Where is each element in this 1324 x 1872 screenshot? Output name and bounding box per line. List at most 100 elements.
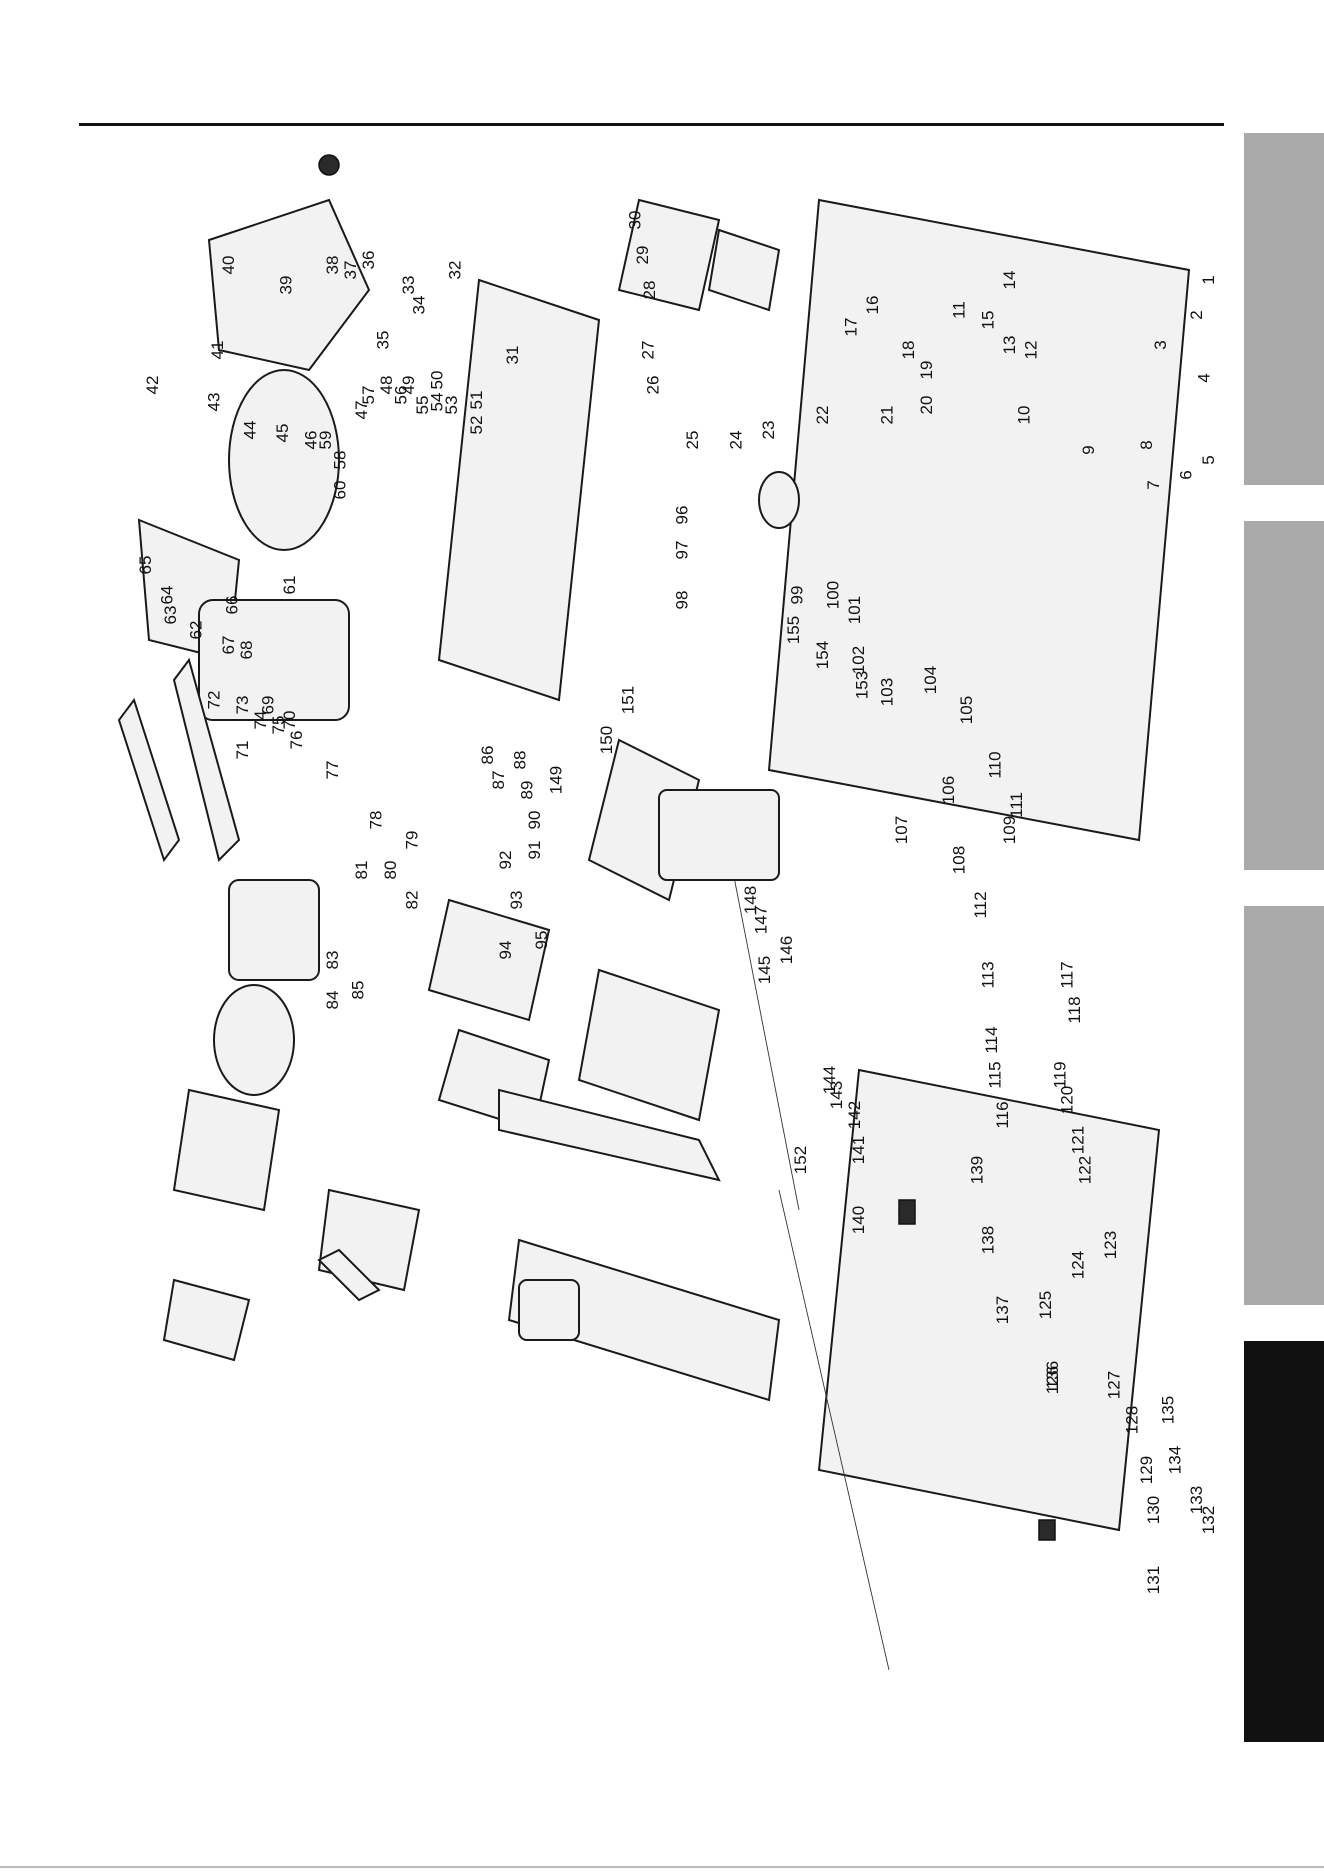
part-label-54: 54	[428, 393, 447, 412]
part-label-31: 31	[503, 346, 522, 365]
part-label-122: 122	[1076, 1156, 1095, 1184]
part-label-128: 128	[1122, 1406, 1141, 1434]
part-label-47: 47	[352, 401, 371, 420]
part-label-152: 152	[791, 1146, 810, 1174]
part-label-155: 155	[784, 616, 803, 644]
part-label-82: 82	[402, 891, 421, 910]
part-label-2: 2	[1187, 310, 1206, 319]
part-label-40: 40	[219, 256, 238, 275]
part-label-125: 125	[1036, 1291, 1055, 1319]
part-label-99: 99	[788, 586, 807, 605]
part-label-101: 101	[845, 596, 864, 624]
part-label-33: 33	[399, 276, 418, 295]
part-label-25: 25	[683, 431, 702, 450]
part-label-134: 134	[1166, 1446, 1185, 1474]
part-label-141: 141	[849, 1136, 868, 1164]
diagram-canvas: 1234567891011121314151617181920212223242…	[117, 154, 1218, 1671]
part-label-74: 74	[251, 711, 270, 730]
part-label-144: 144	[820, 1066, 839, 1094]
part-label-48: 48	[377, 376, 396, 395]
part-label-100: 100	[824, 581, 843, 609]
part-label-138: 138	[978, 1226, 997, 1254]
part-label-79: 79	[402, 831, 421, 850]
part-label-75: 75	[269, 716, 288, 735]
part-label-148: 148	[741, 886, 760, 914]
part-label-126: 126	[1043, 1366, 1062, 1394]
part-label-32: 32	[446, 261, 465, 280]
part-label-119: 119	[1050, 1061, 1069, 1088]
part-label-22: 22	[813, 406, 832, 425]
part-label-71: 71	[233, 741, 252, 760]
part-label-10: 10	[1014, 406, 1033, 425]
part-label-130: 130	[1144, 1496, 1163, 1524]
section-tab-3[interactable]	[1244, 906, 1324, 1305]
part-label-11: 11	[950, 301, 969, 319]
part-label-103: 103	[878, 678, 897, 706]
part-label-115: 115	[986, 1061, 1005, 1088]
part-label-149: 149	[546, 766, 565, 794]
bottom-rule	[0, 1866, 1324, 1868]
part-shapes	[117, 154, 1191, 1671]
part-label-57: 57	[359, 386, 378, 405]
part-label-5: 5	[1199, 455, 1218, 464]
part-label-147: 147	[752, 906, 771, 934]
part-label-51: 51	[467, 391, 486, 410]
part-label-113: 113	[978, 961, 997, 988]
part-label-132: 132	[1199, 1506, 1218, 1534]
part-label-98: 98	[672, 591, 691, 610]
section-tab-4-active[interactable]	[1244, 1341, 1324, 1742]
part-label-15: 15	[978, 311, 997, 330]
part-label-20: 20	[917, 396, 936, 415]
part-label-80: 80	[381, 861, 400, 880]
part-label-45: 45	[273, 424, 292, 443]
part-label-135: 135	[1158, 1396, 1177, 1424]
part-label-52: 52	[467, 416, 486, 435]
part-label-140: 140	[849, 1206, 868, 1234]
part-label-53: 53	[442, 396, 461, 415]
part-label-68: 68	[237, 641, 256, 660]
part-label-87: 87	[489, 771, 508, 790]
part-label-70: 70	[280, 711, 299, 730]
part-label-36: 36	[359, 251, 378, 270]
part-label-44: 44	[240, 421, 259, 440]
part-label-96: 96	[672, 506, 691, 525]
part-label-151: 151	[618, 686, 637, 714]
part-label-37: 37	[341, 261, 360, 280]
section-tab-2[interactable]	[1244, 521, 1324, 870]
part-label-61: 61	[280, 576, 299, 595]
part-label-110: 110	[986, 751, 1005, 778]
part-label-146: 146	[777, 936, 796, 964]
part-label-23: 23	[759, 421, 778, 440]
part-label-92: 92	[496, 851, 515, 870]
part-label-94: 94	[496, 941, 515, 960]
part-label-83: 83	[323, 951, 342, 970]
part-label-69: 69	[258, 696, 277, 715]
part-label-42: 42	[143, 376, 162, 395]
part-label-28: 28	[640, 281, 659, 300]
section-tab-1[interactable]	[1244, 133, 1324, 485]
part-label-143: 143	[827, 1081, 846, 1109]
part-label-39: 39	[276, 276, 295, 295]
part-label-4: 4	[1194, 373, 1213, 382]
part-label-104: 104	[921, 666, 940, 694]
part-label-118: 118	[1065, 996, 1084, 1023]
part-label-60: 60	[330, 481, 349, 500]
part-label-3: 3	[1151, 340, 1170, 349]
part-label-29: 29	[633, 246, 652, 265]
part-label-106: 106	[939, 776, 958, 804]
part-label-131: 131	[1144, 1566, 1163, 1594]
part-label-8: 8	[1137, 440, 1156, 449]
part-label-55: 55	[413, 396, 432, 415]
part-label-34: 34	[410, 296, 429, 315]
part-label-38: 38	[323, 256, 342, 275]
part-label-116: 116	[993, 1101, 1012, 1128]
part-label-78: 78	[366, 811, 385, 830]
part-label-9: 9	[1079, 445, 1098, 454]
part-label-129: 129	[1137, 1456, 1156, 1484]
part-label-114: 114	[982, 1026, 1001, 1053]
part-label-81: 81	[352, 861, 371, 880]
part-label-127: 127	[1104, 1371, 1123, 1399]
part-label-18: 18	[899, 341, 918, 360]
part-label-13: 13	[1000, 336, 1019, 355]
